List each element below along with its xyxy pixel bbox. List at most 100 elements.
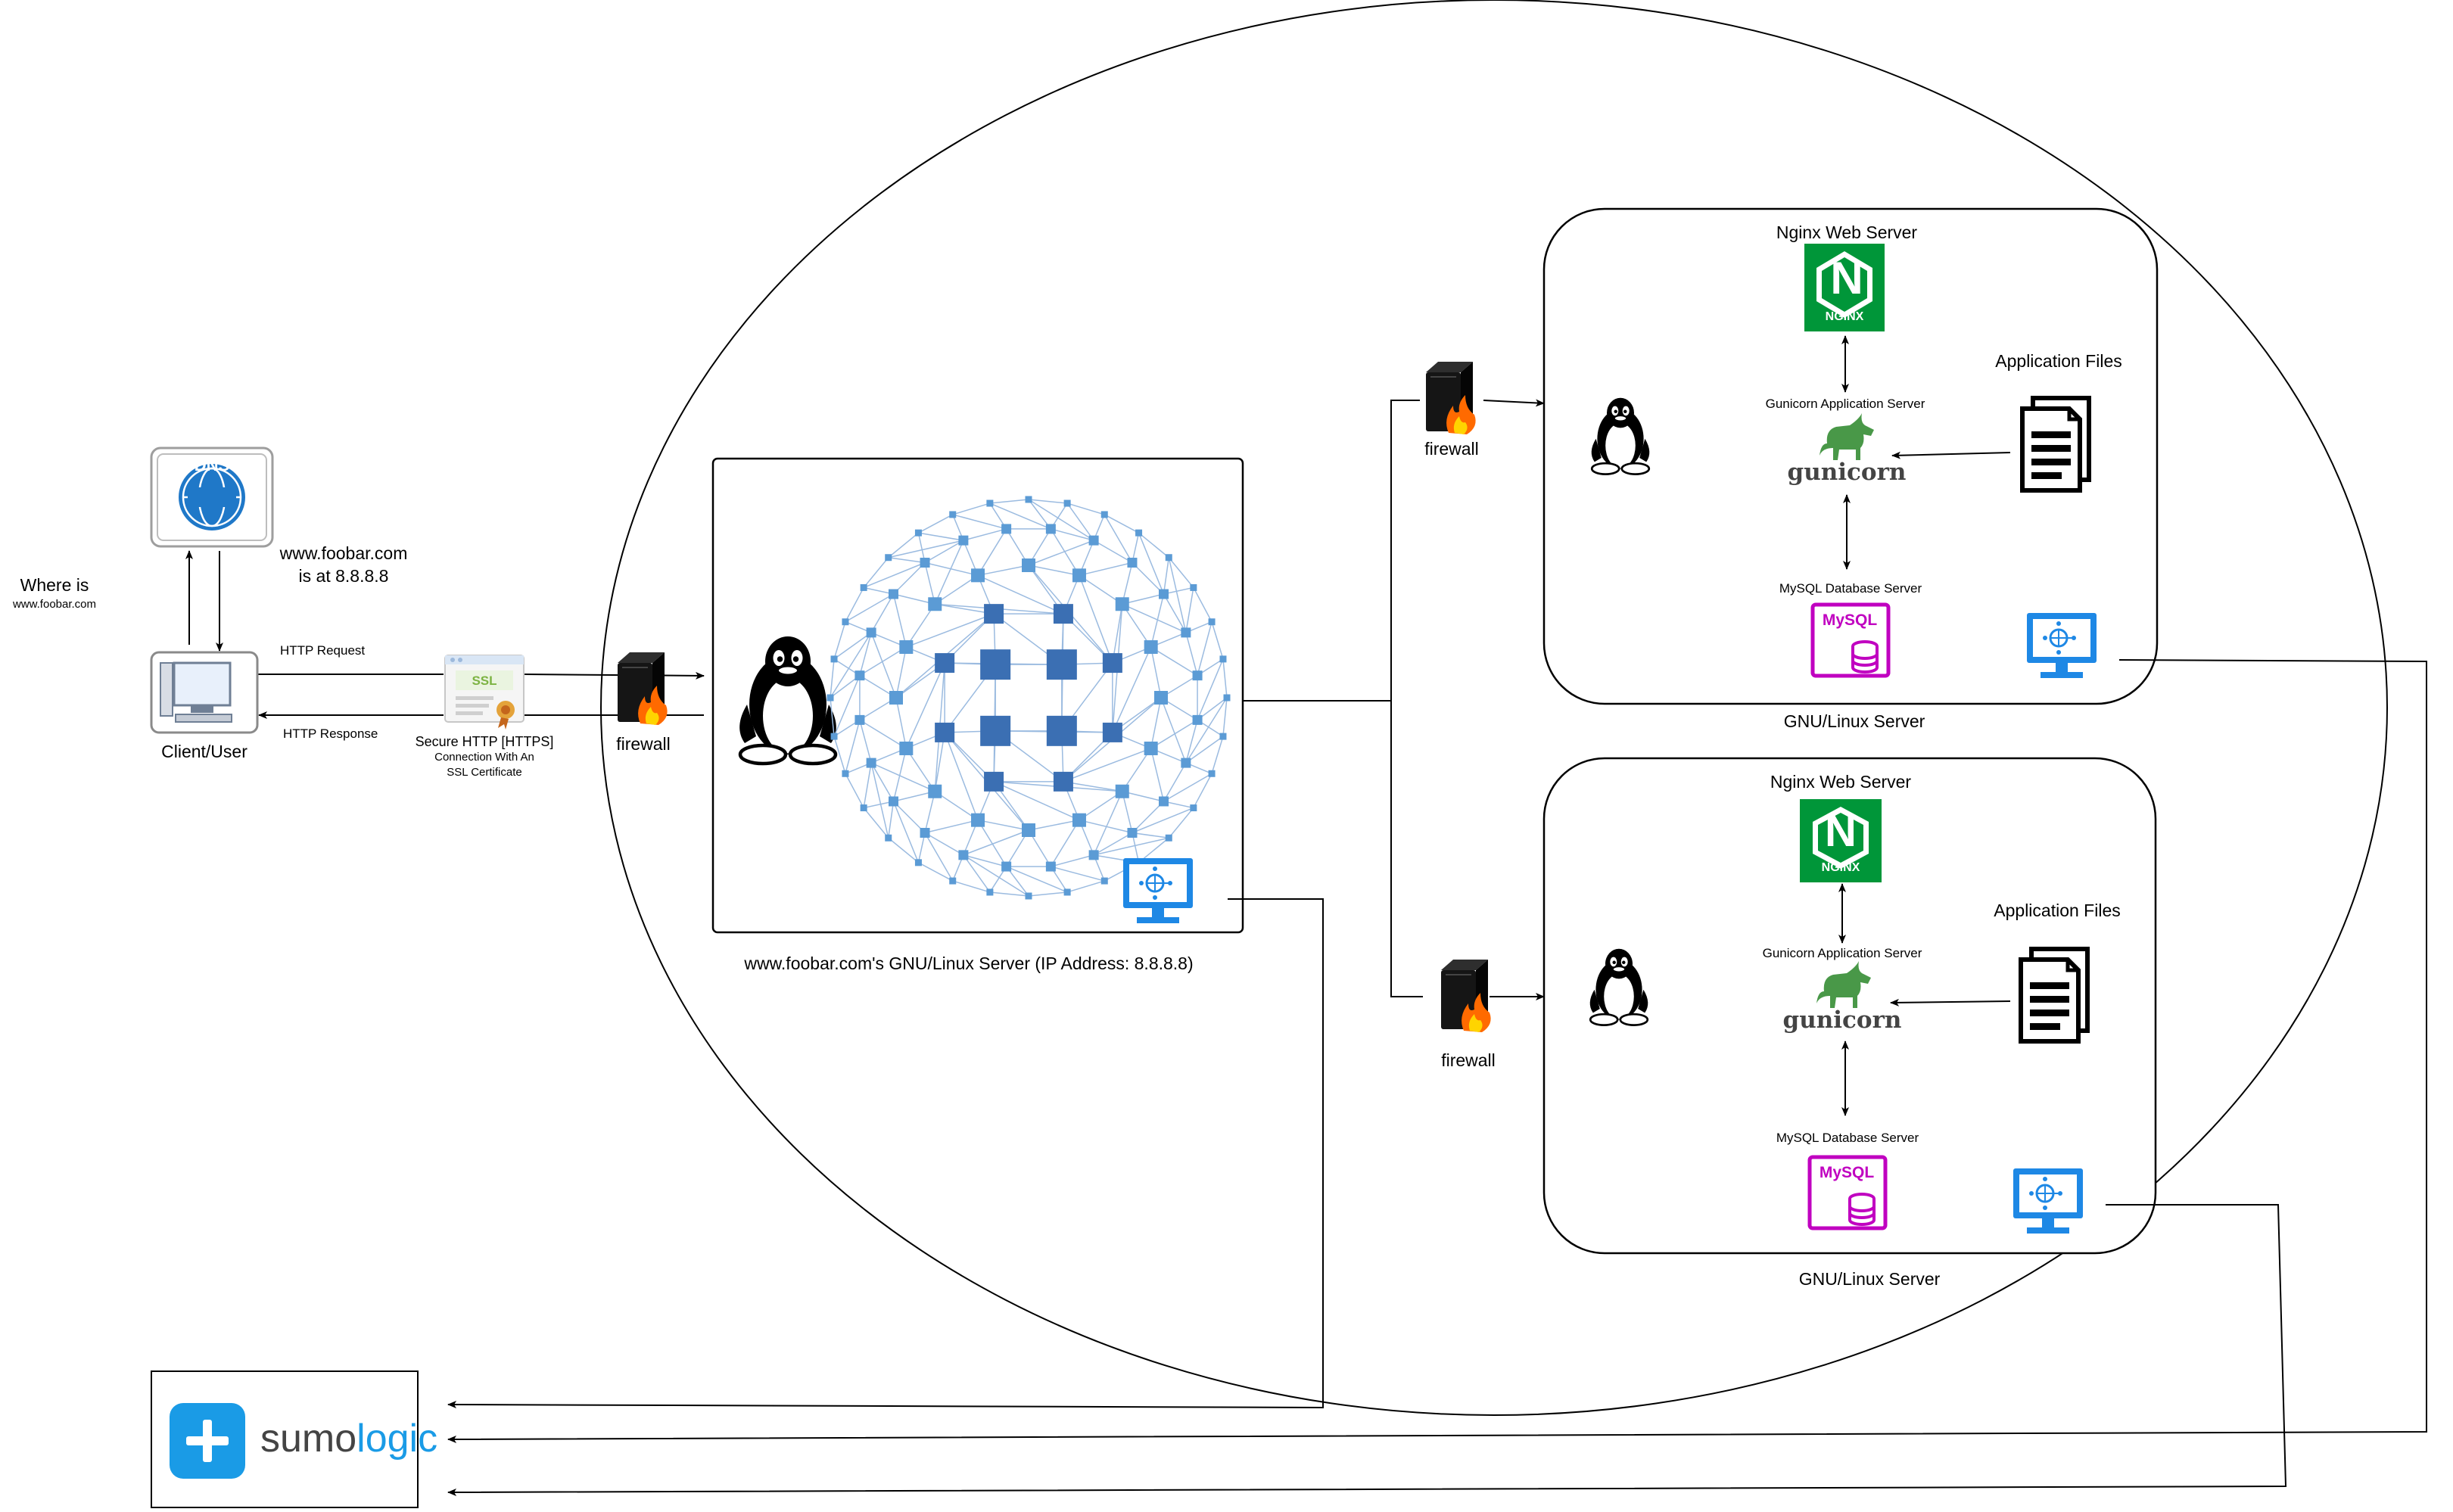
network-node <box>1025 496 1032 503</box>
network-node <box>1001 861 1012 872</box>
server2-gunicorn-wordmark: gunicorn <box>1782 1006 1902 1034</box>
ssl-certificate-icon <box>444 655 525 730</box>
server1-monitoring-feed <box>447 659 2427 1443</box>
network-node <box>1088 535 1099 546</box>
network-node <box>885 554 892 562</box>
sumologic-brand-part1: sumo <box>260 1417 357 1461</box>
network-node <box>1190 804 1197 812</box>
network-node <box>826 694 834 702</box>
ssl-line2: Connection With An <box>434 751 534 764</box>
server1-nginx-logo-text: NGINX <box>1825 310 1864 323</box>
http-request-arrow <box>523 671 705 680</box>
sumologic-brand-part2: logic <box>356 1417 438 1461</box>
network-node <box>1208 770 1216 777</box>
where-is-domain: www.foobar.com <box>12 598 97 611</box>
network-node <box>866 627 876 638</box>
network-node <box>1190 583 1197 591</box>
load-balancer-box <box>711 457 1244 934</box>
network-node <box>1046 649 1077 680</box>
client-computer-icon <box>150 651 259 734</box>
network-node <box>1053 771 1073 792</box>
network-node <box>1022 823 1035 837</box>
network-node <box>1181 758 1191 768</box>
network-node <box>1219 655 1227 663</box>
network-node <box>935 722 955 742</box>
network-node <box>1100 511 1108 518</box>
network-node <box>842 618 849 626</box>
network-node <box>866 758 876 768</box>
network-node <box>1165 554 1172 562</box>
server1-application-files-icon <box>2022 398 2089 490</box>
network-node <box>986 499 994 507</box>
network-node <box>1072 813 1086 827</box>
network-node <box>914 529 922 537</box>
server2-app-files-title: Application Files <box>1994 901 2121 920</box>
server2-nginx-logo-icon <box>1800 799 1882 882</box>
fw1-to-server1-arrow <box>1483 399 1545 407</box>
network-node <box>842 770 849 777</box>
network-node <box>888 796 898 807</box>
network-node <box>1223 694 1231 702</box>
network-node <box>1001 524 1012 534</box>
server1-nginx-title: Nginx Web Server <box>1776 222 1918 242</box>
network-node <box>855 670 865 681</box>
appfiles-gunicorn-arrow-2 <box>1890 998 2011 1006</box>
server2-monitoring-feed <box>447 1204 2287 1496</box>
lb-to-fw1-line <box>1243 400 1420 702</box>
network-node <box>1046 715 1077 746</box>
network-node <box>1192 714 1203 725</box>
network-node <box>899 741 914 755</box>
network-node <box>1135 529 1143 537</box>
server2-nginx-logo-text: NGINX <box>1821 861 1860 874</box>
server1-app-files-title: Application Files <box>1995 351 2122 371</box>
network-node <box>1219 733 1227 740</box>
network-node <box>1072 568 1086 583</box>
server1-caption: GNU/Linux Server <box>1783 711 1925 731</box>
network-node <box>1159 796 1169 807</box>
network-node <box>830 655 838 663</box>
network-node <box>1127 557 1138 568</box>
http-request-label: HTTP Request <box>280 643 366 658</box>
dns-answer-line1: www.foobar.com <box>279 543 408 563</box>
sumologic-plus-icon <box>170 1403 245 1479</box>
server1-gunicorn-wordmark: gunicorn <box>1787 459 1907 486</box>
network-node <box>1100 877 1108 885</box>
network-node <box>958 535 969 546</box>
server2-firewall-icon <box>1440 959 1492 1033</box>
server2-application-files-icon <box>2021 949 2087 1041</box>
network-node <box>949 877 957 885</box>
server1-nginx-logo-icon <box>1804 244 1885 331</box>
network-node <box>920 828 930 838</box>
infrastructure-boundary-ellipse <box>600 0 2388 1416</box>
server1-mysql-title: MySQL Database Server <box>1779 581 1922 596</box>
server2-nginx-logo-letter: N <box>1825 807 1857 856</box>
network-node <box>860 583 867 591</box>
network-node <box>1088 850 1099 860</box>
client-firewall-icon <box>617 652 668 726</box>
client-label: Client/User <box>161 742 247 761</box>
dns-icon <box>150 446 274 548</box>
server2-gunicorn-title: Gunicorn Application Server <box>1762 946 1922 960</box>
network-node <box>971 813 985 827</box>
server1-firewall-label: firewall <box>1424 439 1479 459</box>
lb-to-fw2-line <box>1390 701 1423 997</box>
network-node <box>899 640 914 655</box>
appfiles-gunicorn-arrow-1 <box>1891 451 2011 459</box>
network-node <box>1053 604 1073 624</box>
ssl-line3: SSL Certificate <box>447 766 522 779</box>
network-node <box>1154 691 1168 705</box>
server2-firewall-label: firewall <box>1441 1050 1496 1070</box>
network-node <box>1025 892 1032 900</box>
server2-nginx-title: Nginx Web Server <box>1770 772 1912 792</box>
server1-firewall-icon <box>1425 361 1477 435</box>
where-is-title: Where is <box>20 575 89 595</box>
network-node <box>935 653 955 674</box>
network-node <box>1144 741 1158 755</box>
network-node <box>885 834 892 842</box>
sumologic-wordmark: sumologic <box>260 1412 437 1465</box>
network-node <box>986 888 994 896</box>
server2-caption: GNU/Linux Server <box>1798 1269 1941 1289</box>
network-node <box>830 733 838 740</box>
network-node <box>855 714 865 725</box>
server1-box <box>1542 207 2159 705</box>
